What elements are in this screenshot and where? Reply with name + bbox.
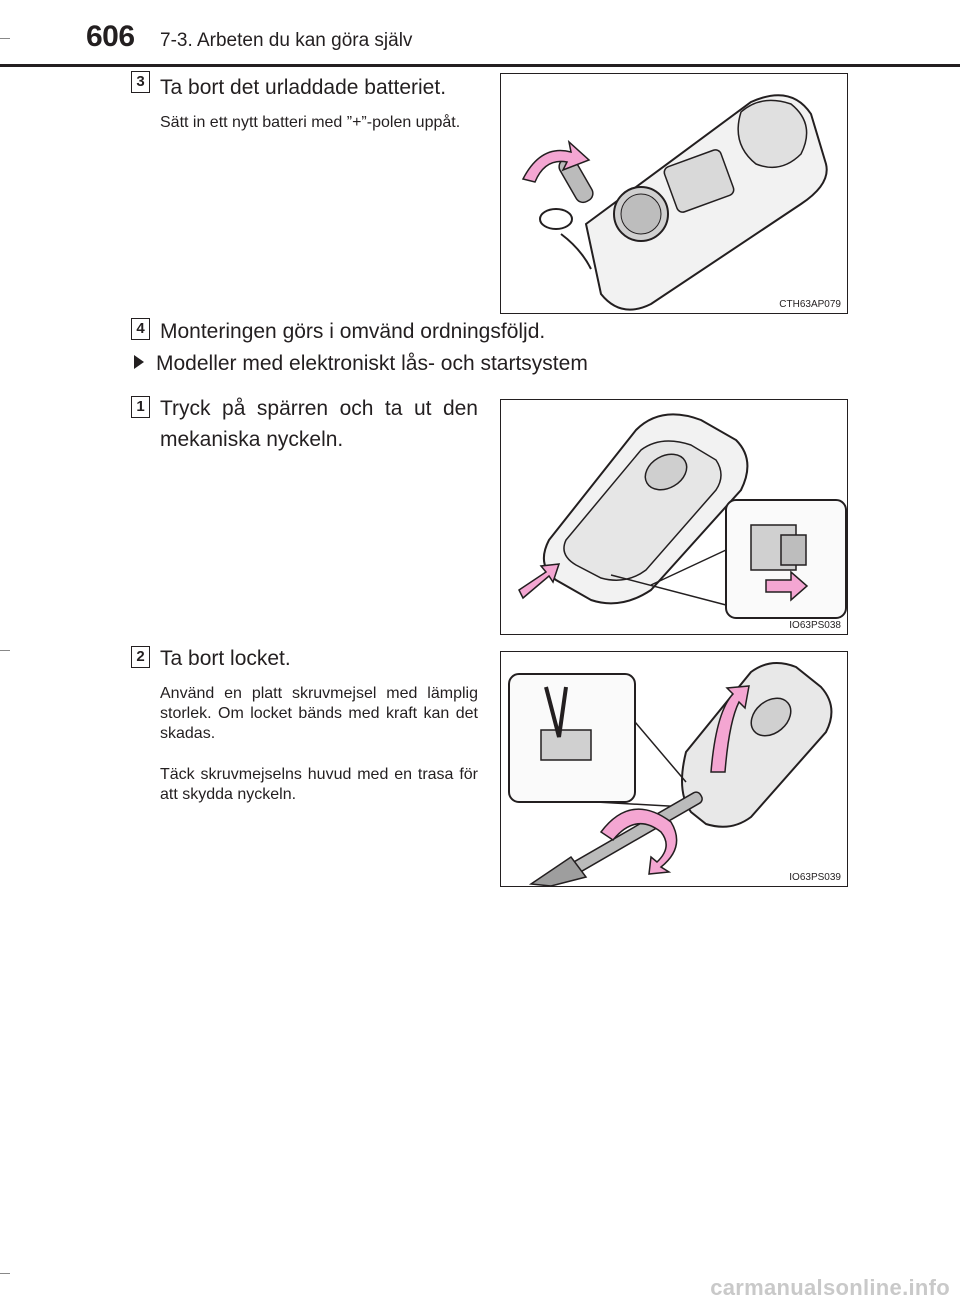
step-number-badge: 4 [131, 318, 150, 340]
step-number-badge: 3 [131, 71, 150, 93]
battery-removal-illustration [521, 94, 828, 311]
cover-removal-illustration [508, 662, 833, 886]
section-heading-text: Modeller med elektroniskt lås- och start… [156, 352, 588, 375]
step-heading: Ta bort locket. [160, 647, 291, 670]
figure-mechanical-key: IO63PS038 [500, 399, 848, 635]
crop-mark [0, 650, 10, 651]
crop-mark [0, 1273, 10, 1274]
step-number-badge: 2 [131, 646, 150, 668]
watermark: carmanualsonline.info [710, 1275, 950, 1300]
step-heading: Monteringen görs i omvänd ordningsföljd. [160, 320, 546, 343]
rotate-arrow-icon [521, 139, 591, 183]
step-text: Täck skruvmejselns huvud med en trasa fö… [160, 766, 478, 803]
section-title: 7-3. Arbeten du kan göra själv [160, 30, 413, 51]
step-heading: Tryck på spärren och ta ut den mekaniska… [160, 397, 478, 451]
figure-code: IO63PS038 [789, 620, 841, 631]
mechanical-key-illustration [518, 413, 847, 619]
step-text: Använd en platt skruvmejsel med lämplig … [160, 685, 478, 742]
pull-arrow-icon [518, 563, 561, 600]
slide-arrow-icon [765, 570, 809, 602]
figure-code: IO63PS039 [789, 872, 841, 883]
step-heading: Ta bort det urladdade batteriet. [160, 76, 447, 99]
crop-mark [0, 38, 10, 39]
figure-cover-removal: IO63PS039 [500, 651, 848, 887]
figure-battery-removal: CTH63AP079 [500, 73, 848, 314]
twist-arrow-icon [599, 808, 678, 875]
triangle-right-icon [134, 355, 144, 369]
page-number: 606 [86, 20, 135, 53]
figure-code: CTH63AP079 [779, 299, 841, 310]
lift-arrow-icon [710, 685, 750, 773]
header-rule [0, 64, 960, 67]
step-text: Sätt in ett nytt batteri med ”+”-polen u… [160, 114, 461, 131]
step-number-badge: 1 [131, 396, 150, 418]
section-heading: Modeller med elektroniskt lås- och start… [134, 352, 588, 376]
